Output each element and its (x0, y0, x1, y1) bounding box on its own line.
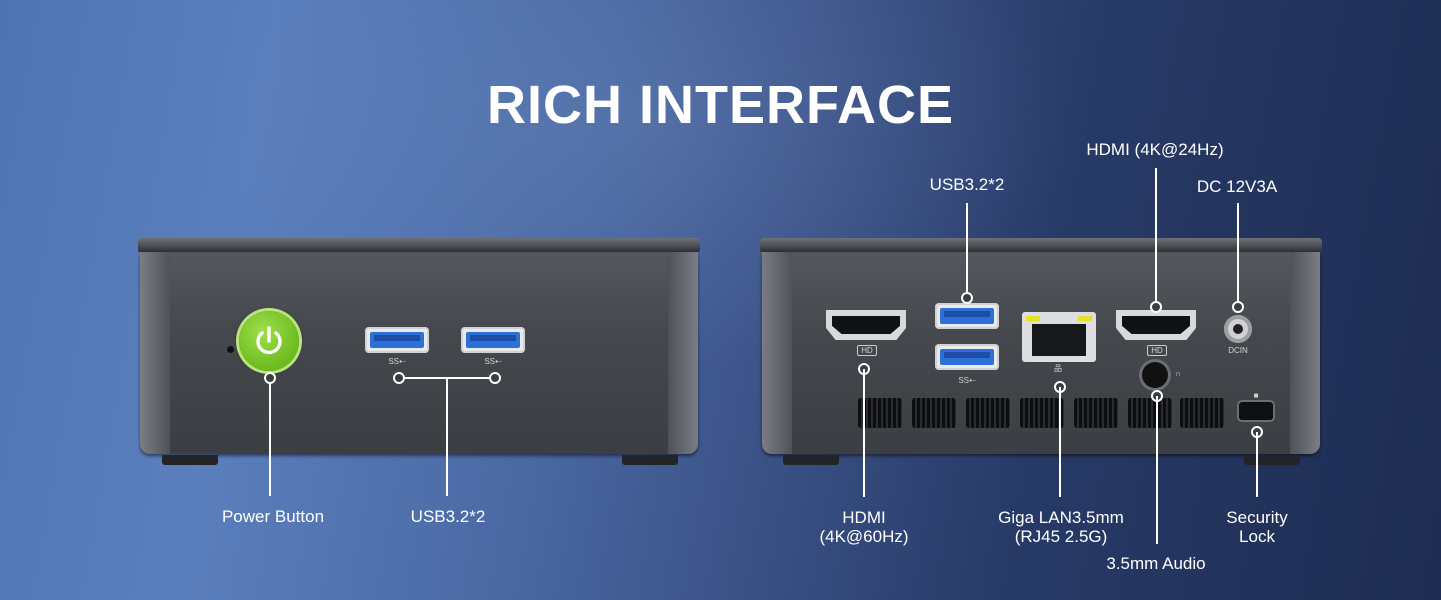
hdmi-top-label: HDMI (4K@24Hz) (1086, 140, 1224, 159)
lan-callout-line (1059, 387, 1061, 497)
headphone-icon: ∩ (1175, 369, 1181, 378)
rear-side-left (762, 252, 792, 454)
vent (1128, 398, 1172, 428)
lock-icon: ■ (1253, 391, 1259, 400)
network-icon: 品 (1054, 364, 1062, 373)
dc-label: DC 12V3A (1196, 177, 1278, 196)
vent (1180, 398, 1224, 428)
lan-label: Giga LAN3.5mm (RJ45 2.5G) (998, 508, 1124, 546)
security-callout-line (1256, 432, 1258, 497)
hdmi-bottom-label: HDMI (4K@60Hz) (819, 508, 909, 546)
front-foot-right (622, 455, 678, 465)
vent (966, 398, 1010, 428)
power-icon (256, 326, 282, 355)
lan-port[interactable] (1022, 312, 1096, 362)
rear-usb-label: USB3.2*2 (929, 175, 1005, 194)
front-usb-callout-dot-1 (393, 372, 405, 384)
power-button-label: Power Button (221, 507, 325, 526)
front-side-left (140, 252, 170, 454)
rear-usb-port-2[interactable] (935, 344, 999, 370)
front-usb-callout-line (446, 377, 448, 496)
front-usb-port-2[interactable] (461, 327, 525, 353)
power-callout-dot (264, 372, 276, 384)
front-usb-label: USB3.2*2 (410, 507, 486, 526)
front-top-lid (138, 238, 700, 252)
rear-side-right (1290, 252, 1320, 454)
rear-hdmi-port-2[interactable] (1116, 310, 1196, 340)
audio-label: 3.5mm Audio (1106, 554, 1206, 573)
vent (1020, 398, 1064, 428)
security-lock-slot[interactable] (1239, 402, 1273, 420)
security-label: Security Lock (1226, 508, 1288, 546)
vent (912, 398, 956, 428)
audio-callout-line (1156, 396, 1158, 544)
rear-top-lid (760, 238, 1322, 252)
rear-usb-callout-line (966, 203, 968, 298)
power-button[interactable] (239, 311, 299, 371)
usb-ss-icon: SS⇠ (484, 357, 502, 366)
hd-mark-1: HD (857, 345, 877, 356)
page-title: RICH INTERFACE (486, 75, 954, 135)
dc-callout-dot (1232, 301, 1244, 313)
vent (1074, 398, 1118, 428)
hdmi-top-callout-dot (1150, 301, 1162, 313)
usb-ss-icon: SS⇠ (388, 357, 406, 366)
dcin-mark: DCIN (1228, 346, 1248, 355)
dc-callout-line (1237, 203, 1239, 307)
usb-ss-icon: SS⇠ (958, 376, 976, 385)
rear-usb-callout-dot (961, 292, 973, 304)
front-foot-left (162, 455, 218, 465)
audio-jack[interactable] (1142, 362, 1168, 388)
hdmi-bottom-callout-line (863, 369, 865, 497)
rear-foot-left (783, 455, 839, 465)
dc-in-port[interactable] (1224, 315, 1252, 343)
front-side-right (668, 252, 698, 454)
front-usb-callout-dot-2 (489, 372, 501, 384)
rear-usb-port-1[interactable] (935, 303, 999, 329)
rear-foot-right (1244, 455, 1300, 465)
hdmi-top-callout-line (1155, 168, 1157, 307)
front-usb-port-1[interactable] (365, 327, 429, 353)
ir-sensor (227, 346, 234, 353)
hd-mark-2: HD (1147, 345, 1167, 356)
power-callout-line (269, 378, 271, 496)
vent (858, 398, 902, 428)
rear-hdmi-port-1[interactable] (826, 310, 906, 340)
